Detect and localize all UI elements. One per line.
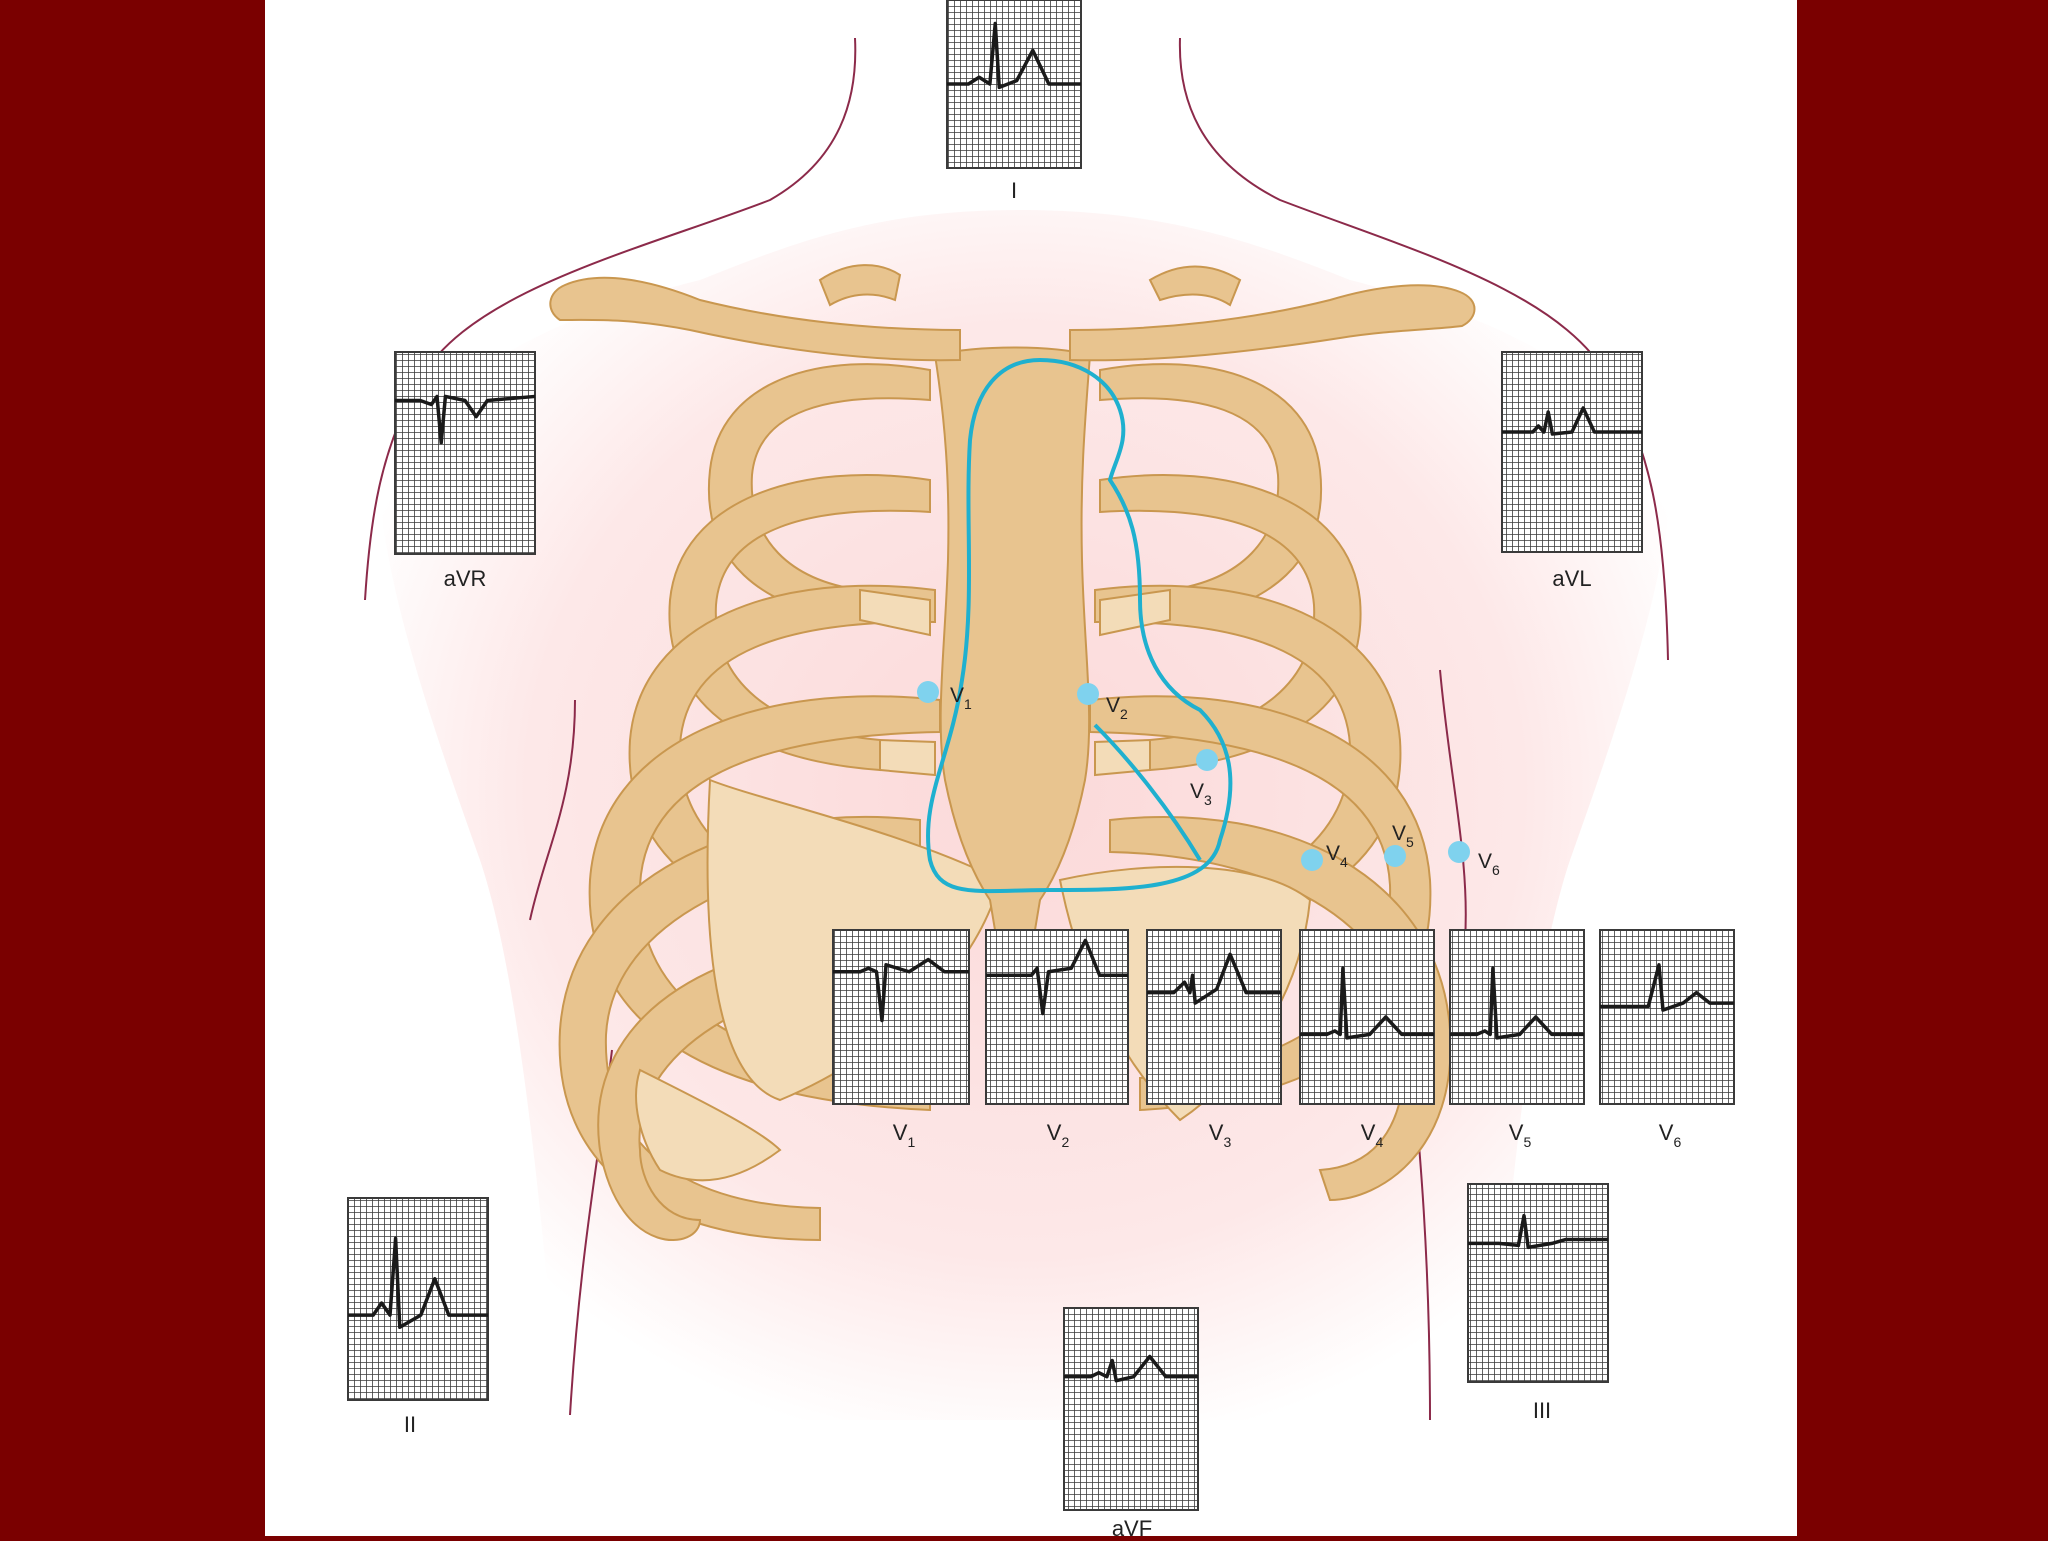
ecg-trace xyxy=(1300,966,1434,1040)
lead-label: V2 xyxy=(1047,1120,1070,1150)
limb-lead-avr: aVR xyxy=(394,351,536,591)
limb-lead-ii: II xyxy=(347,1197,489,1437)
electrode-dot xyxy=(1384,845,1406,867)
ecg-trace xyxy=(348,1236,488,1330)
chest-lead-v4: V4 xyxy=(1299,929,1435,1150)
ecg-grid xyxy=(1146,929,1282,1105)
electrode-label: V5 xyxy=(1392,822,1414,850)
ecg-trace xyxy=(1600,963,1734,1012)
lead-label: aVL xyxy=(1552,566,1591,591)
lead-label: V5 xyxy=(1509,1120,1532,1150)
lead-label: V6 xyxy=(1659,1120,1682,1150)
ecg-grid xyxy=(985,929,1129,1105)
ecg-trace xyxy=(395,394,536,445)
lead-label: I xyxy=(1011,178,1017,203)
right-clavicle xyxy=(549,276,961,362)
ecg-trace xyxy=(1064,1354,1198,1383)
chest-lead-v2: V2 xyxy=(985,929,1129,1150)
lead-label: aVR xyxy=(444,566,487,591)
electrode-v1: V1 xyxy=(917,681,972,712)
electrode-v2: V2 xyxy=(1077,683,1128,722)
electrode-dot xyxy=(1196,749,1218,771)
chest-lead-v6: V6 xyxy=(1599,929,1735,1150)
ecg-trace xyxy=(947,21,1081,90)
electrode-label: V2 xyxy=(1106,694,1128,722)
lead-label: V3 xyxy=(1209,1120,1232,1150)
chest-lead-v5: V5 xyxy=(1449,929,1585,1150)
ecg-grid xyxy=(1299,929,1435,1105)
ecg-grid xyxy=(347,1197,489,1401)
ecg-trace xyxy=(1450,966,1584,1040)
electrode-dot xyxy=(917,681,939,703)
ecg-trace xyxy=(833,957,969,1023)
ecg-grid xyxy=(1599,929,1735,1105)
ecg-grid xyxy=(1063,1307,1199,1511)
ecg-grid xyxy=(1467,1183,1609,1383)
electrode-v6: V6 xyxy=(1448,841,1500,878)
limb-lead-iii: III xyxy=(1467,1183,1609,1423)
ecg-grid xyxy=(1449,929,1585,1105)
electrode-label: V1 xyxy=(950,684,972,712)
left-clavicle xyxy=(1069,284,1476,362)
electrode-v5: V5 xyxy=(1384,822,1414,867)
ecg-trace xyxy=(1468,1213,1608,1250)
ecg-trace xyxy=(986,938,1128,1016)
ecg-grid xyxy=(394,351,536,555)
lead-label: V4 xyxy=(1361,1120,1384,1150)
limb-lead-avf: aVF xyxy=(1063,1307,1199,1541)
interventricular-line xyxy=(1093,723,1202,862)
electrode-label: V4 xyxy=(1326,842,1348,870)
lead-label: II xyxy=(404,1412,416,1437)
lead-label: V1 xyxy=(893,1120,916,1150)
electrode-dot xyxy=(1301,849,1323,871)
lead-label: aVF xyxy=(1112,1516,1152,1536)
ecg-grid xyxy=(832,929,970,1105)
electrode-v3: V3 xyxy=(1190,749,1218,808)
electrode-dot xyxy=(1077,683,1099,705)
electrode-label: V6 xyxy=(1478,850,1500,878)
heart-outline xyxy=(925,357,1233,894)
lead-label: III xyxy=(1533,1398,1551,1423)
chest-lead-v1: V1 xyxy=(832,929,970,1150)
electrode-v4: V4 xyxy=(1301,842,1348,871)
electrode-label: V3 xyxy=(1190,780,1212,808)
limb-lead-avl: aVL xyxy=(1501,351,1643,591)
electrode-dot xyxy=(1448,841,1470,863)
limb-lead-i: I xyxy=(946,0,1082,203)
ecg-trace xyxy=(1502,406,1642,436)
sternum xyxy=(933,346,1092,931)
ecg-trace xyxy=(1147,952,1281,1005)
chest-lead-v3: V3 xyxy=(1146,929,1282,1150)
ecg-grid xyxy=(1501,351,1643,553)
